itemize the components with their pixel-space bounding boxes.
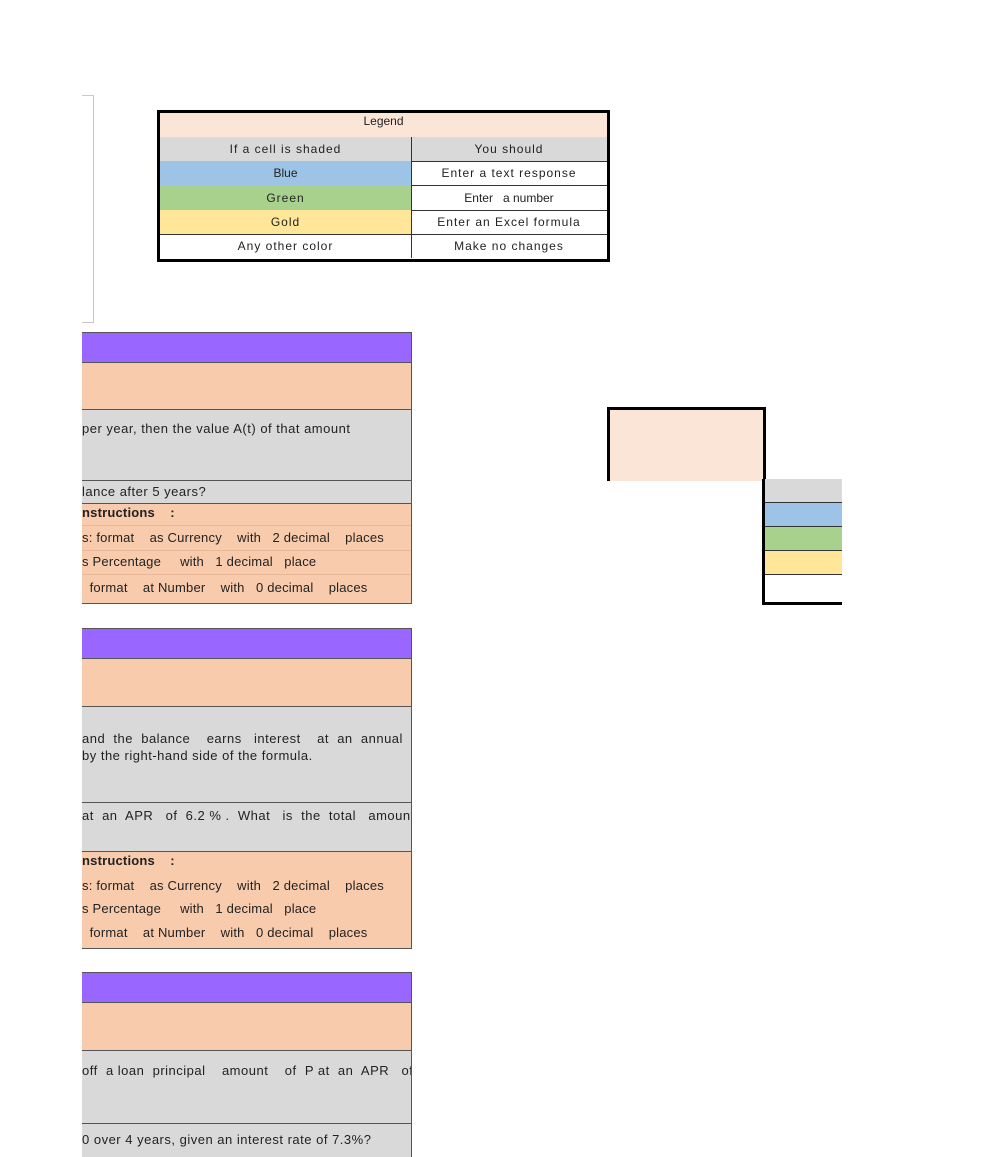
panel-1-instructions: nstructions : s: format as Currency with… bbox=[82, 504, 411, 604]
legend-title: Legend bbox=[363, 114, 404, 128]
answer-box[interactable] bbox=[607, 407, 766, 481]
panel-2-instructions: nstructions : s: format as Currency with… bbox=[82, 852, 411, 949]
legend-row-green[interactable]: Green Enter a number bbox=[160, 185, 607, 211]
panel-1-instruction-number: format at Number with 0 decimal places bbox=[82, 580, 368, 595]
legend-action-other: Make no changes bbox=[454, 239, 564, 253]
legend-header-row[interactable]: If a cell is shaded You should bbox=[160, 137, 607, 162]
strip-blue[interactable] bbox=[765, 503, 842, 527]
legend-header-action: You should bbox=[474, 142, 544, 156]
panel-1-title-band[interactable] bbox=[82, 363, 411, 410]
panel-2-description[interactable]: and the balance earns interest at an ann… bbox=[82, 707, 411, 803]
panel-3-description[interactable]: off a loan principal amount of P at an A… bbox=[82, 1051, 411, 1124]
panel-3-header-band[interactable] bbox=[82, 972, 411, 1003]
panel-1-description-text: per year, then the value A(t) of that am… bbox=[82, 421, 351, 436]
strip-gray[interactable] bbox=[765, 479, 842, 503]
legend-color-strip bbox=[762, 479, 842, 605]
panel-3-question[interactable]: 0 over 4 years, given an interest rate o… bbox=[82, 1124, 411, 1157]
strip-white[interactable] bbox=[765, 575, 842, 602]
legend-color-blue: Blue bbox=[160, 161, 412, 185]
panel-1-question[interactable]: lance after 5 years? bbox=[82, 481, 411, 504]
panel-3-title-band[interactable] bbox=[82, 1003, 411, 1051]
legend-color-gold: Gold bbox=[160, 210, 412, 234]
problem-panel-1: per year, then the value A(t) of that am… bbox=[82, 332, 412, 604]
panel-2-instruction-number: format at Number with 0 decimal places bbox=[82, 925, 368, 940]
strip-gold[interactable] bbox=[765, 551, 842, 575]
panel-2-instruction-percentage: s Percentage with 1 decimal place bbox=[82, 901, 317, 916]
panel-3-description-text: off a loan principal amount of P at an A… bbox=[82, 1063, 411, 1078]
legend-header-shaded: If a cell is shaded bbox=[160, 137, 412, 161]
panel-3-question-text: 0 over 4 years, given an interest rate o… bbox=[82, 1132, 372, 1147]
legend-row-gold[interactable]: Gold Enter an Excel formula bbox=[160, 210, 607, 235]
legend-action-gold: Enter an Excel formula bbox=[437, 215, 581, 229]
panel-1-instruction-percentage: s Percentage with 1 decimal place bbox=[82, 551, 411, 575]
legend-row-blue[interactable]: Blue Enter a text response bbox=[160, 161, 607, 186]
legend-action-green: Enter a number bbox=[464, 190, 554, 205]
panel-2-question[interactable]: at an APR of 6.2 % . What is the total a… bbox=[82, 803, 411, 852]
legend-row-other[interactable]: Any other color Make no changes bbox=[160, 234, 607, 258]
legend-title-row[interactable]: Legend bbox=[160, 113, 607, 138]
panel-1-instructions-label: nstructions : bbox=[82, 504, 411, 526]
legend-color-other: Any other color bbox=[160, 234, 412, 258]
panel-2-description-line-1: and the balance earns interest at an ann… bbox=[82, 731, 403, 746]
panel-2-description-line-2: by the right-hand side of the formula. bbox=[82, 748, 313, 763]
legend-action-blue: Enter a text response bbox=[441, 166, 577, 180]
panel-2-header-band[interactable] bbox=[82, 628, 411, 659]
panel-2-instruction-currency: s: format as Currency with 2 decimal pla… bbox=[82, 878, 384, 893]
panel-1-description[interactable]: per year, then the value A(t) of that am… bbox=[82, 410, 411, 481]
panel-1-header-band[interactable] bbox=[82, 332, 411, 363]
strip-green[interactable] bbox=[765, 527, 842, 551]
panel-2-question-text: at an APR of 6.2 % . What is the total a… bbox=[82, 808, 411, 823]
panel-1-instruction-currency: s: format as Currency with 2 decimal pla… bbox=[82, 526, 411, 551]
group-bracket bbox=[82, 95, 94, 323]
legend-table: Legend If a cell is shaded You should Bl… bbox=[157, 110, 610, 262]
legend-color-green: Green bbox=[160, 185, 412, 210]
panel-2-instructions-label: nstructions : bbox=[82, 853, 175, 868]
problem-panel-3: off a loan principal amount of P at an A… bbox=[82, 972, 412, 1157]
panel-2-title-band[interactable] bbox=[82, 659, 411, 707]
problem-panel-2: and the balance earns interest at an ann… bbox=[82, 628, 412, 949]
panel-1-question-text: lance after 5 years? bbox=[82, 484, 207, 499]
